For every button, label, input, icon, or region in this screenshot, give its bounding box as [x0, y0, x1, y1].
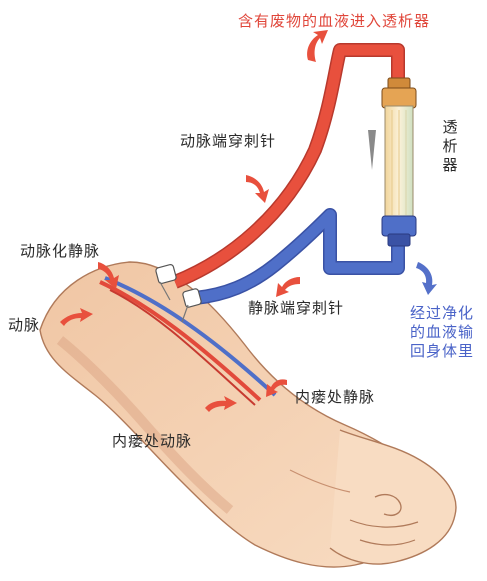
arrow-fistula-artery-icon: [205, 396, 237, 412]
label-vein-needle: 静脉端穿刺针: [248, 299, 345, 317]
label-fistula-artery: 内瘘处动脉: [112, 432, 193, 450]
blood-vessels: [99, 276, 277, 406]
label-return-blood: 经过净化的血液输回身体里: [410, 304, 475, 360]
arrow-return-icon: [416, 262, 437, 295]
arrow-artery-icon: [60, 308, 93, 326]
dialyzer-cylinder: [381, 77, 417, 247]
arrow-vein-icon: [98, 262, 119, 289]
flow-indicator-icon: [368, 130, 376, 170]
label-fistula-vein: 内瘘处静脉: [295, 388, 376, 406]
label-artery-needle: 动脉端穿刺针: [180, 132, 277, 150]
arrow-down-icon: [246, 175, 269, 203]
label-arterialized-vein: 动脉化静脉: [20, 242, 101, 260]
label-top-waste: 含有废物的血液进入透析器: [238, 12, 431, 30]
arrow-up-icon: [307, 30, 328, 62]
arrow-left-icon: [276, 277, 300, 297]
forearm: [39, 261, 457, 568]
needle-connectors: [155, 264, 202, 323]
flow-arrows: [60, 30, 437, 412]
arrow-fistula-vein-icon: [266, 379, 287, 397]
arterial-tube: [172, 43, 405, 289]
label-dialyzer: 透析器: [442, 118, 458, 174]
label-artery: 动脉: [8, 316, 41, 334]
venous-tube: [194, 208, 405, 305]
